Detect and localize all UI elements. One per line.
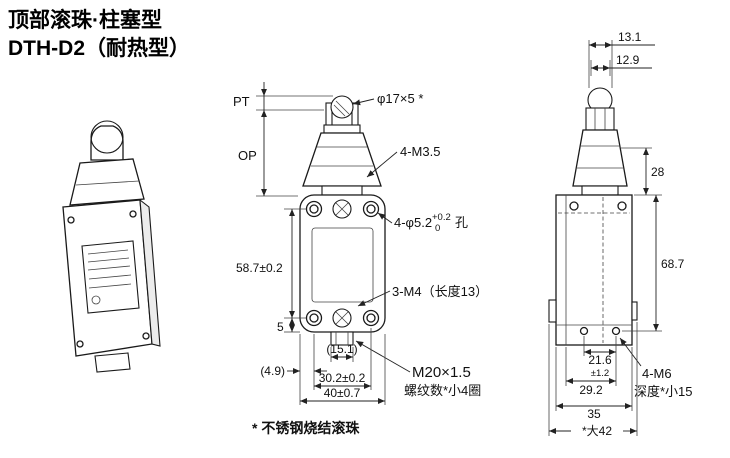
footnote: * 不锈钢烧结滚珠 [252,420,360,436]
cover-panel [311,227,374,303]
dim-5: 5 [277,320,284,334]
label-hole-unit: 孔 [455,215,468,230]
m6-hole [611,326,621,336]
dim-max-42: *大42 [582,424,612,438]
dim-28: 28 [651,165,665,179]
label-hole-tol-sup: +0.2 [432,212,451,223]
dim-13-1: 13.1 [618,30,642,44]
dim-29-2: 29.2 [579,383,603,397]
dim-op: OP [238,148,257,163]
mounting-hole [362,309,380,327]
plunger-head [69,158,145,206]
dim-tol-1-2: ±1.2 [591,368,609,379]
dim-12-9: 12.9 [616,53,640,67]
label-m20-note: 螺纹数*小4圈 [404,383,481,398]
isometric-view [62,120,161,373]
mounting-hole [305,200,323,218]
label-hole-tol-sub: 0 [435,223,440,234]
plunger-cone-front [302,132,382,187]
conduit-stub-front [330,331,354,346]
label-m6-note: 深度*小15 [634,384,693,399]
dim-21-6: 21.6 [588,353,612,367]
dim-roller: φ17×5 * [377,91,423,106]
dim-68-7: 68.7 [661,257,685,271]
page-title-line1: 顶部滚珠·柱塞型 [8,8,162,32]
dim-58-7: 58.7±0.2 [236,261,283,275]
dim-15-1: (15.1) [326,342,357,356]
plunger-cone-side [572,129,628,187]
label-m20: M20×1.5 [412,364,471,381]
label-4-m35: 4-M3.5 [400,144,440,159]
mounting-hole [362,200,380,218]
logo-mark [91,295,101,305]
page-title-line2: DTH-D2（耐热型） [8,36,190,60]
dim-40: 40±0.7 [324,386,361,400]
roller-fork [90,125,124,161]
dim-30-2: 30.2±0.2 [319,371,366,385]
dim-4-9: (4.9) [260,364,285,378]
switch-body-side [555,194,633,346]
front-view: PT OP φ17×5 * 4-M3.5 4-φ5.2 +0.2 0 孔 58.… [233,82,488,405]
mounting-hole [305,309,323,327]
conduit-stub-iso [94,352,131,373]
dim-pt: PT [233,94,250,109]
label-3-m4: 3-M4（长度13） [392,284,488,299]
label-hole: 4-φ5.2 [394,215,432,230]
side-clip [548,299,557,323]
side-view: 13.1 12.9 28 68.7 [548,30,693,438]
label-4-m6: 4-M6 [642,366,672,381]
dim-35: 35 [587,407,601,421]
body-side-face [139,198,161,347]
m6-hole [579,326,589,336]
